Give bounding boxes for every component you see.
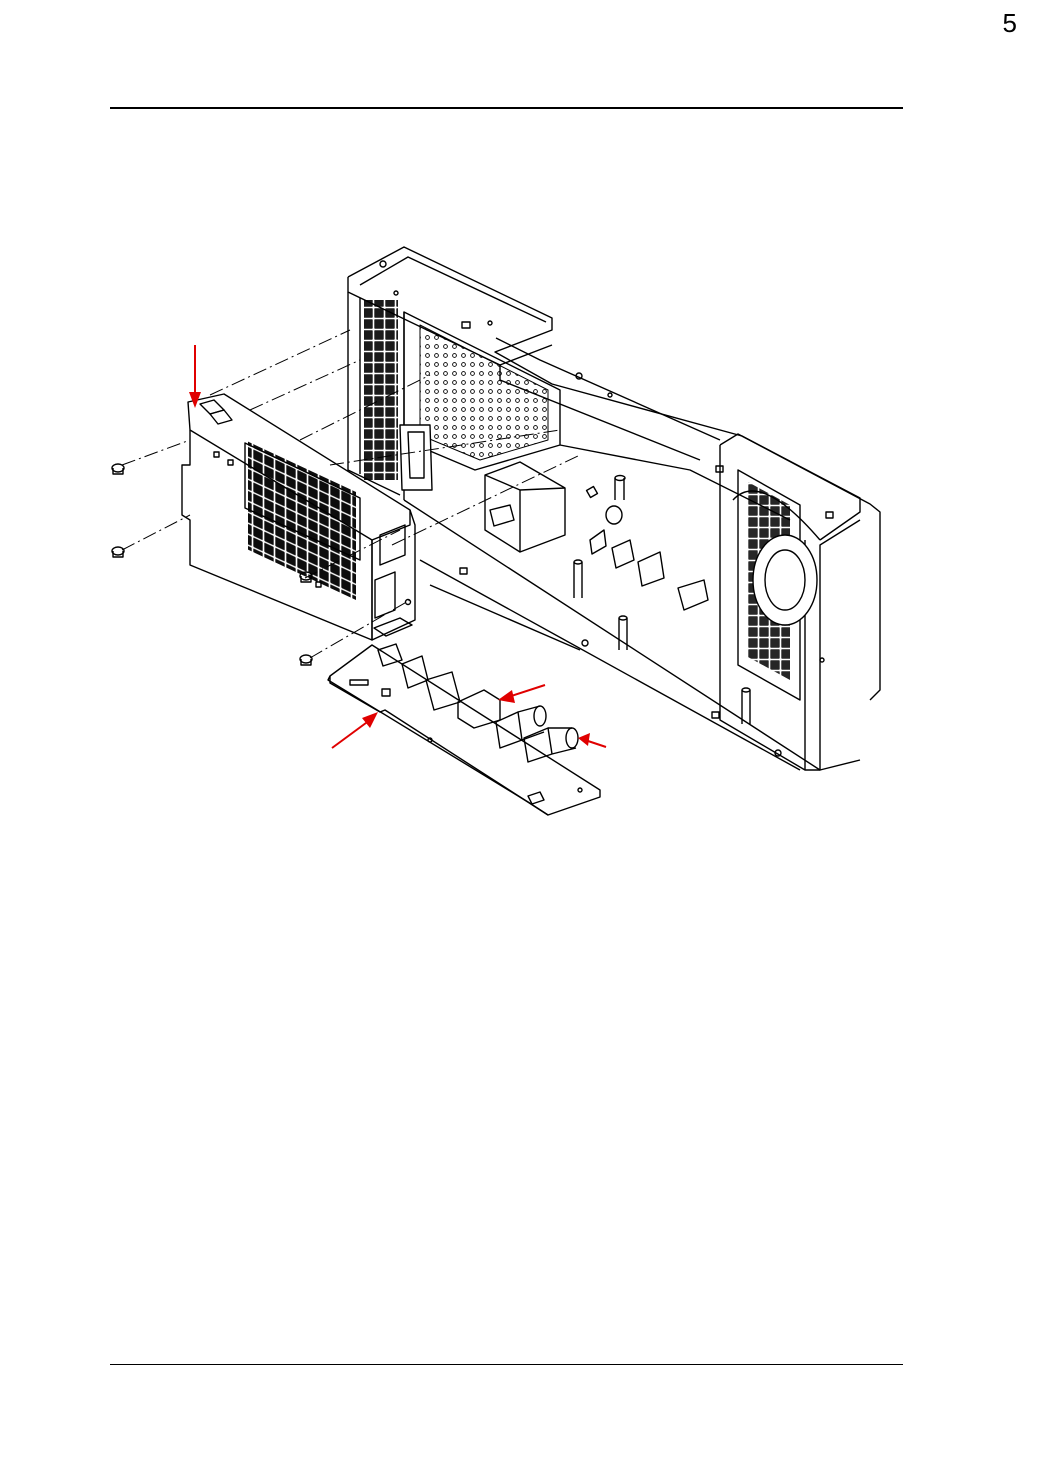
- arrow-left-icon: [578, 733, 606, 747]
- screw-icon: [112, 464, 124, 474]
- arrow-up-right-icon: [332, 712, 378, 748]
- footer-rule: [110, 1364, 903, 1365]
- arrow-down-icon: [189, 345, 201, 408]
- screw-icon: [112, 547, 124, 557]
- screw-icon: [300, 655, 312, 665]
- interface-board: [328, 644, 600, 815]
- arrow-left-icon: [498, 685, 545, 703]
